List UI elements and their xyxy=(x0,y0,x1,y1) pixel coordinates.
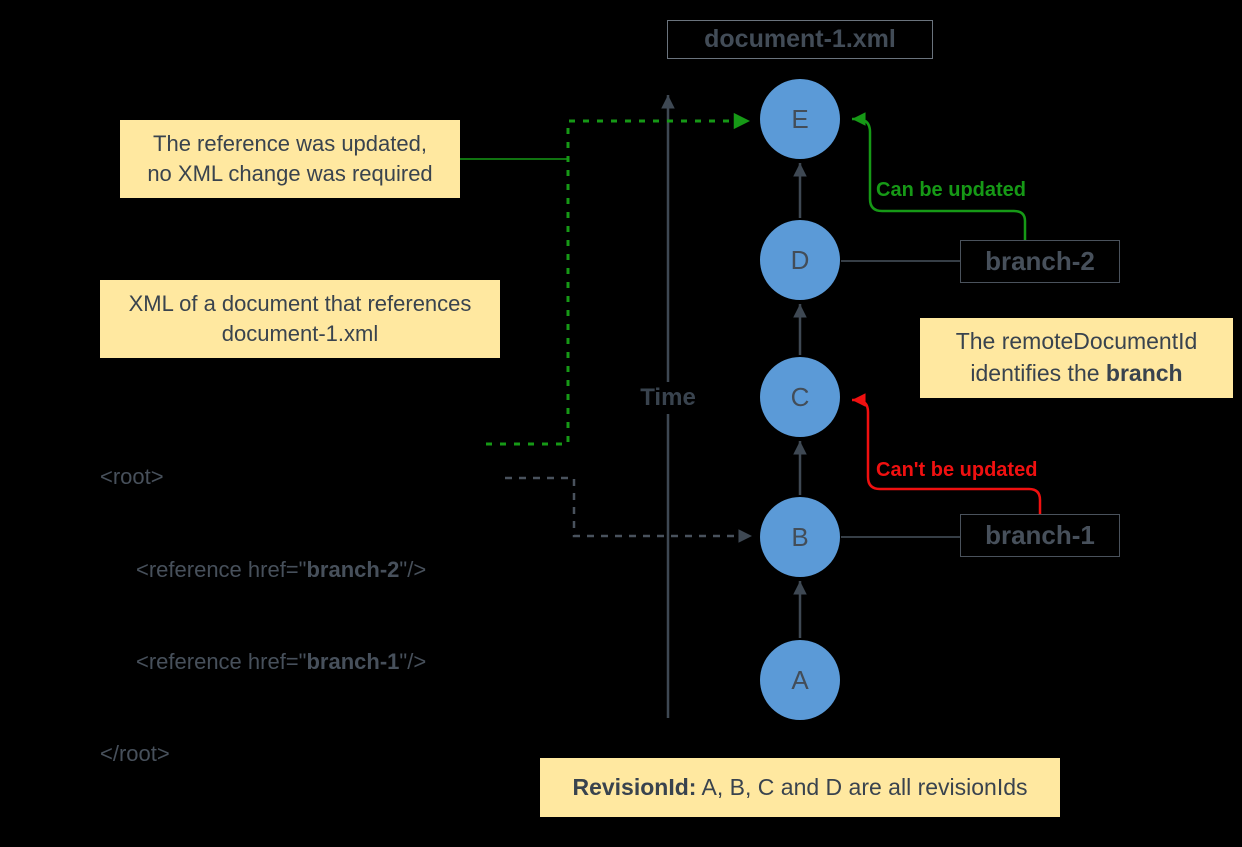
commit-circle-d xyxy=(760,220,840,300)
green-dashed-reference-to-e xyxy=(486,112,750,446)
node-label-e: E xyxy=(791,103,809,134)
document-title: document-1.xml xyxy=(704,25,896,53)
time-axis-label: Time xyxy=(628,382,708,414)
xml-line3-post: "/> xyxy=(399,648,427,674)
note-reference-updated-line2: no XML change was required xyxy=(147,161,433,186)
xml-line-root-open: <root> xyxy=(100,464,164,490)
note-remote-document-id-line2: identifies the branch xyxy=(970,358,1182,390)
note-remote-line2-bold: branch xyxy=(1105,360,1183,386)
note-reference-updated: The reference was updated, no XML change… xyxy=(120,120,460,198)
commit-circle-e xyxy=(760,79,840,159)
note-remote-document-id-line1: The remoteDocumentId xyxy=(955,328,1198,355)
xml-line-root-close: </root> xyxy=(100,740,170,766)
node-label-b: B xyxy=(791,521,809,552)
xml-line2-bold: branch-2 xyxy=(306,556,400,582)
xml-line-reference-branch1: <reference href="branch-1"/> xyxy=(100,647,426,678)
node-label-a: A xyxy=(791,664,809,695)
branch-1-box: branch-1 xyxy=(960,514,1120,557)
can-be-updated-label: Can be updated xyxy=(876,179,1027,201)
commit-circle-b xyxy=(760,497,840,577)
branch-2-label: branch-2 xyxy=(985,246,1095,276)
xml-line3-pre: <reference href=" xyxy=(136,648,307,674)
note-revision-id: RevisionId: A, B, C and D are all revisi… xyxy=(540,758,1060,817)
document-title-box: document-1.xml xyxy=(667,20,933,59)
gray-dashed-reference-to-b xyxy=(505,476,752,543)
note-remote-document-id: The remoteDocumentId identifies the bran… xyxy=(920,318,1233,398)
note-revision-id-rest: A, B, C and D are all revisionIds xyxy=(696,773,1028,800)
xml-line-reference-branch2: <reference href="branch-2"/> xyxy=(100,555,426,586)
note-xml-of-document-line1: XML of a document that references xyxy=(128,290,472,316)
red-curve-branch1-to-c xyxy=(852,393,1042,515)
branch-1-label: branch-1 xyxy=(985,520,1095,550)
xml-snippet: <root> <reference href="branch-2"/> <ref… xyxy=(100,401,426,831)
xml-line3-bold: branch-1 xyxy=(306,648,400,674)
note-xml-of-document-line2: document-1.xml xyxy=(221,321,379,346)
cant-be-updated-label: Can't be updated xyxy=(876,459,1038,481)
commit-circle-c xyxy=(760,357,840,437)
green-curve-branch2-to-e xyxy=(852,112,1027,240)
note-reference-updated-line1: The reference was updated, xyxy=(153,130,427,156)
note-remote-line2-pre: identifies the xyxy=(970,360,1106,386)
note-xml-of-document: XML of a document that references docume… xyxy=(100,280,500,358)
note-revision-id-bold: RevisionId: xyxy=(572,773,697,800)
commit-circle-a xyxy=(760,640,840,720)
node-label-d: D xyxy=(790,244,810,275)
xml-line2-post: "/> xyxy=(399,556,427,582)
branch-2-box: branch-2 xyxy=(960,240,1120,283)
node-label-c: C xyxy=(790,381,810,412)
xml-line2-pre: <reference href=" xyxy=(136,556,307,582)
